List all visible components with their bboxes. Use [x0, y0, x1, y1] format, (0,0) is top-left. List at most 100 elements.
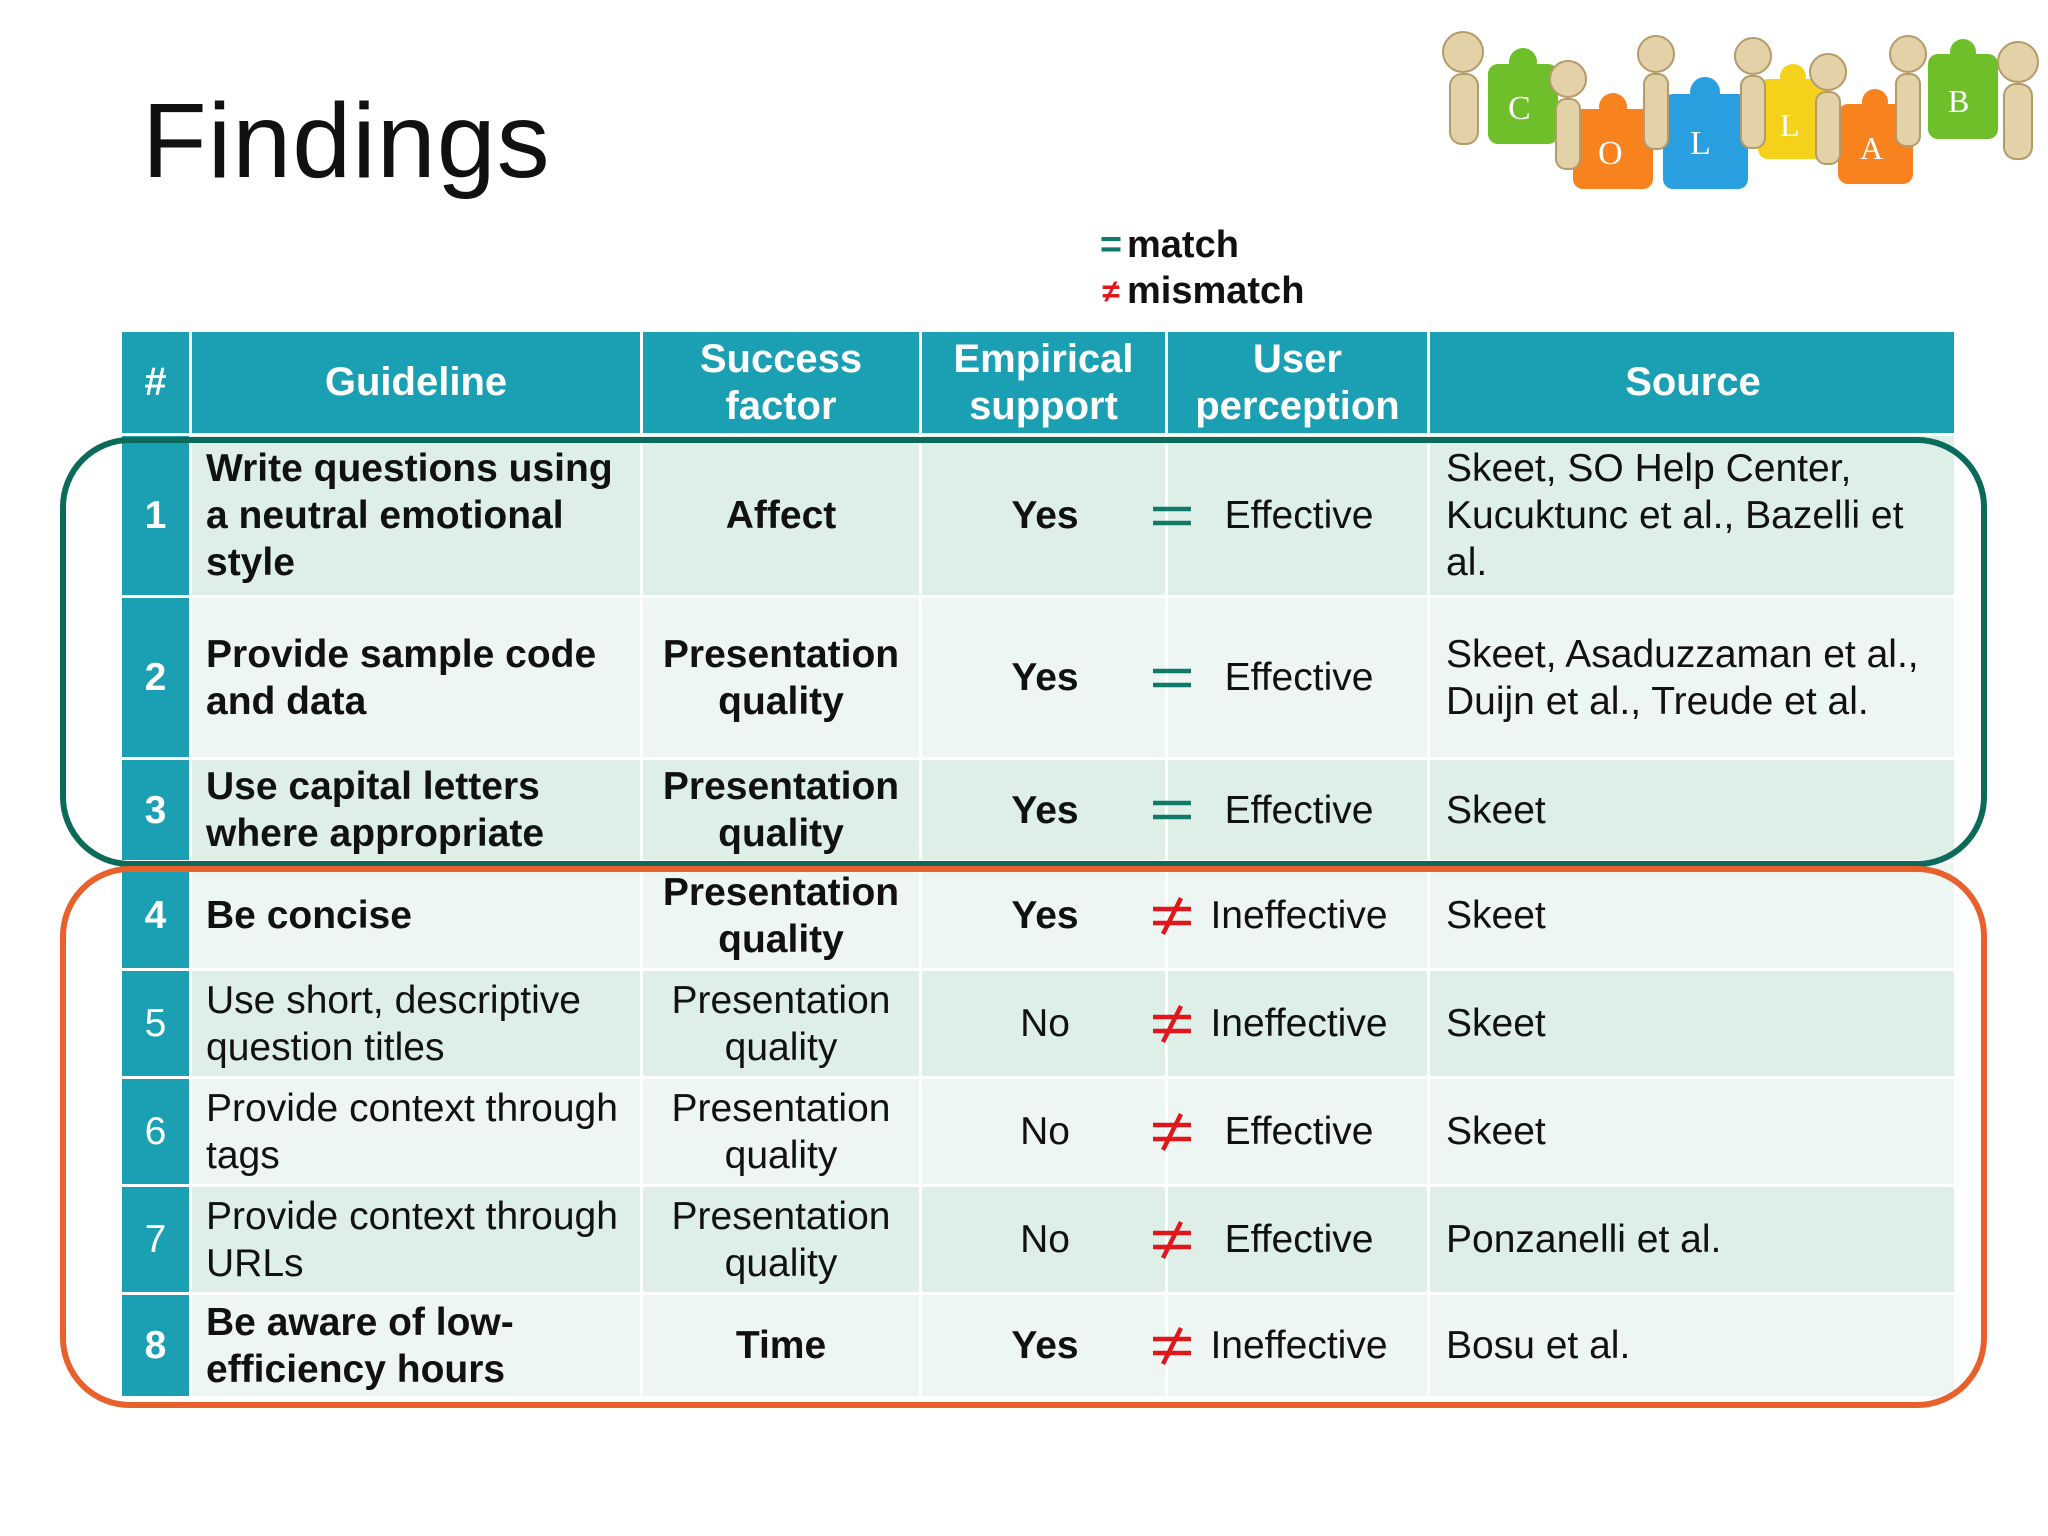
empirical-value: Yes: [1011, 788, 1079, 832]
empirical-value: No: [1020, 1218, 1070, 1261]
logo-letter-3: L: [1690, 125, 1711, 162]
findings-table: # Guideline Success factor Empirical sup…: [122, 332, 1954, 1399]
guideline-text: Use short, descriptive question titles: [192, 971, 643, 1079]
empirical-support: No: [922, 971, 1168, 1079]
user-perception-value: Effective: [1224, 788, 1374, 832]
logo-letter-4: L: [1780, 107, 1800, 143]
guideline-text: Write questions using a neutral emotiona…: [192, 436, 643, 598]
guideline-text: Provide sample code and data: [192, 598, 643, 760]
header-success-factor: Success factor: [643, 332, 922, 436]
mismatch-icon: [1153, 1220, 1191, 1259]
row-number: 8: [122, 1295, 192, 1399]
row-number: 1: [122, 436, 192, 598]
legend: = match ≠ mismatch: [1095, 222, 1305, 314]
empirical-value: Yes: [1011, 894, 1079, 937]
success-factor: Affect: [643, 436, 922, 598]
collab-puzzle-logo: C O L L A B: [1442, 31, 2039, 189]
empirical-support: Yes: [922, 436, 1168, 598]
guideline-text: Be concise: [192, 863, 643, 971]
user-perception: Effective: [1153, 760, 1430, 863]
user-perception-value: Ineffective: [1210, 1324, 1388, 1367]
empirical-support: Yes: [922, 598, 1168, 760]
user-perception: Effective: [1153, 436, 1430, 598]
mismatch-icon: [1153, 1326, 1191, 1365]
user-perception: Ineffective: [1153, 971, 1430, 1079]
success-factor: Presentation quality: [643, 1079, 922, 1187]
user-perception-value: Effective: [1224, 656, 1374, 699]
source-text: Ponzanelli et al.: [1430, 1187, 1954, 1295]
source-text: Skeet, Asaduzzaman et al., Duijn et al.,…: [1430, 598, 1954, 760]
user-perception: Ineffective: [1153, 1295, 1430, 1399]
source-text: Skeet: [1430, 760, 1954, 863]
legend-mismatch: ≠ mismatch: [1095, 268, 1304, 314]
user-perception: Effective: [1153, 1187, 1430, 1295]
row-number: 7: [122, 1187, 192, 1295]
header-guideline: Guideline: [192, 332, 643, 436]
match-icon: [1153, 800, 1191, 820]
source-text: Bosu et al.: [1430, 1295, 1954, 1399]
guideline-text: Provide context through tags: [192, 1079, 643, 1187]
puzzle-piece-o: O: [1573, 93, 1653, 189]
mismatch-icon: [1153, 1112, 1191, 1151]
header-num: #: [122, 332, 192, 436]
guideline-text: Be aware of low-efficiency hours: [192, 1295, 643, 1399]
row-number: 6: [122, 1079, 192, 1187]
legend-mismatch-label: mismatch: [1127, 270, 1305, 312]
empirical-value: Yes: [1011, 1324, 1079, 1367]
row-number: 3: [122, 760, 192, 863]
logo-letter-5: A: [1860, 130, 1883, 166]
header-user-perception: User perception: [1168, 332, 1430, 436]
row-number: 2: [122, 598, 192, 760]
empirical-value: No: [1020, 1110, 1070, 1153]
puzzle-piece-b: B: [1928, 39, 1998, 139]
empirical-value: No: [1020, 1002, 1070, 1045]
legend-match-label: match: [1127, 224, 1239, 266]
slide-title: Findings: [142, 82, 551, 200]
puzzle-piece-l1: L: [1663, 77, 1748, 189]
match-symbol-icon: =: [1099, 224, 1123, 266]
success-factor: Presentation quality: [643, 971, 922, 1079]
empirical-support: No: [922, 1187, 1168, 1295]
header-empirical-support: Empirical support: [922, 332, 1168, 436]
legend-match: = match: [1095, 222, 1304, 268]
success-factor: Presentation quality: [643, 598, 922, 760]
logo-letter-6: B: [1948, 83, 1969, 119]
user-perception-value: Ineffective: [1210, 1002, 1388, 1045]
mismatch-icon: [1153, 1004, 1191, 1043]
source-text: Skeet: [1430, 1079, 1954, 1187]
match-icon: [1153, 506, 1191, 525]
success-factor: Presentation quality: [643, 760, 922, 863]
source-text: Skeet: [1430, 971, 1954, 1079]
user-perception-value: Effective: [1224, 1218, 1374, 1261]
user-perception-value: Effective: [1224, 1110, 1374, 1153]
figures: [1442, 31, 2039, 170]
user-perception: Effective: [1153, 598, 1430, 760]
user-perception: Effective: [1153, 1079, 1430, 1187]
logo-letter-1: C: [1508, 90, 1531, 127]
source-text: Skeet, SO Help Center, Kucuktunc et al.,…: [1430, 436, 1954, 598]
puzzle-piece-a: A: [1838, 89, 1913, 184]
table-header-row: # Guideline Success factor Empirical sup…: [122, 332, 1954, 436]
empirical-support: Yes: [922, 1295, 1168, 1399]
mismatch-icon: [1153, 896, 1191, 935]
match-icon: [1153, 668, 1191, 687]
guideline-text: Use capital letters where appropriate: [192, 760, 643, 863]
mismatch-symbol-icon: ≠: [1102, 273, 1120, 309]
success-factor: Presentation quality: [643, 863, 922, 971]
empirical-support: No: [922, 1079, 1168, 1187]
success-factor: Presentation quality: [643, 1187, 922, 1295]
row-number: 5: [122, 971, 192, 1079]
guideline-text: Provide context through URLs: [192, 1187, 643, 1295]
empirical-value: Yes: [1011, 656, 1079, 699]
puzzle-piece-l2: L: [1758, 64, 1828, 159]
user-perception-value: Effective: [1224, 494, 1374, 537]
empirical-value: Yes: [1011, 494, 1079, 537]
